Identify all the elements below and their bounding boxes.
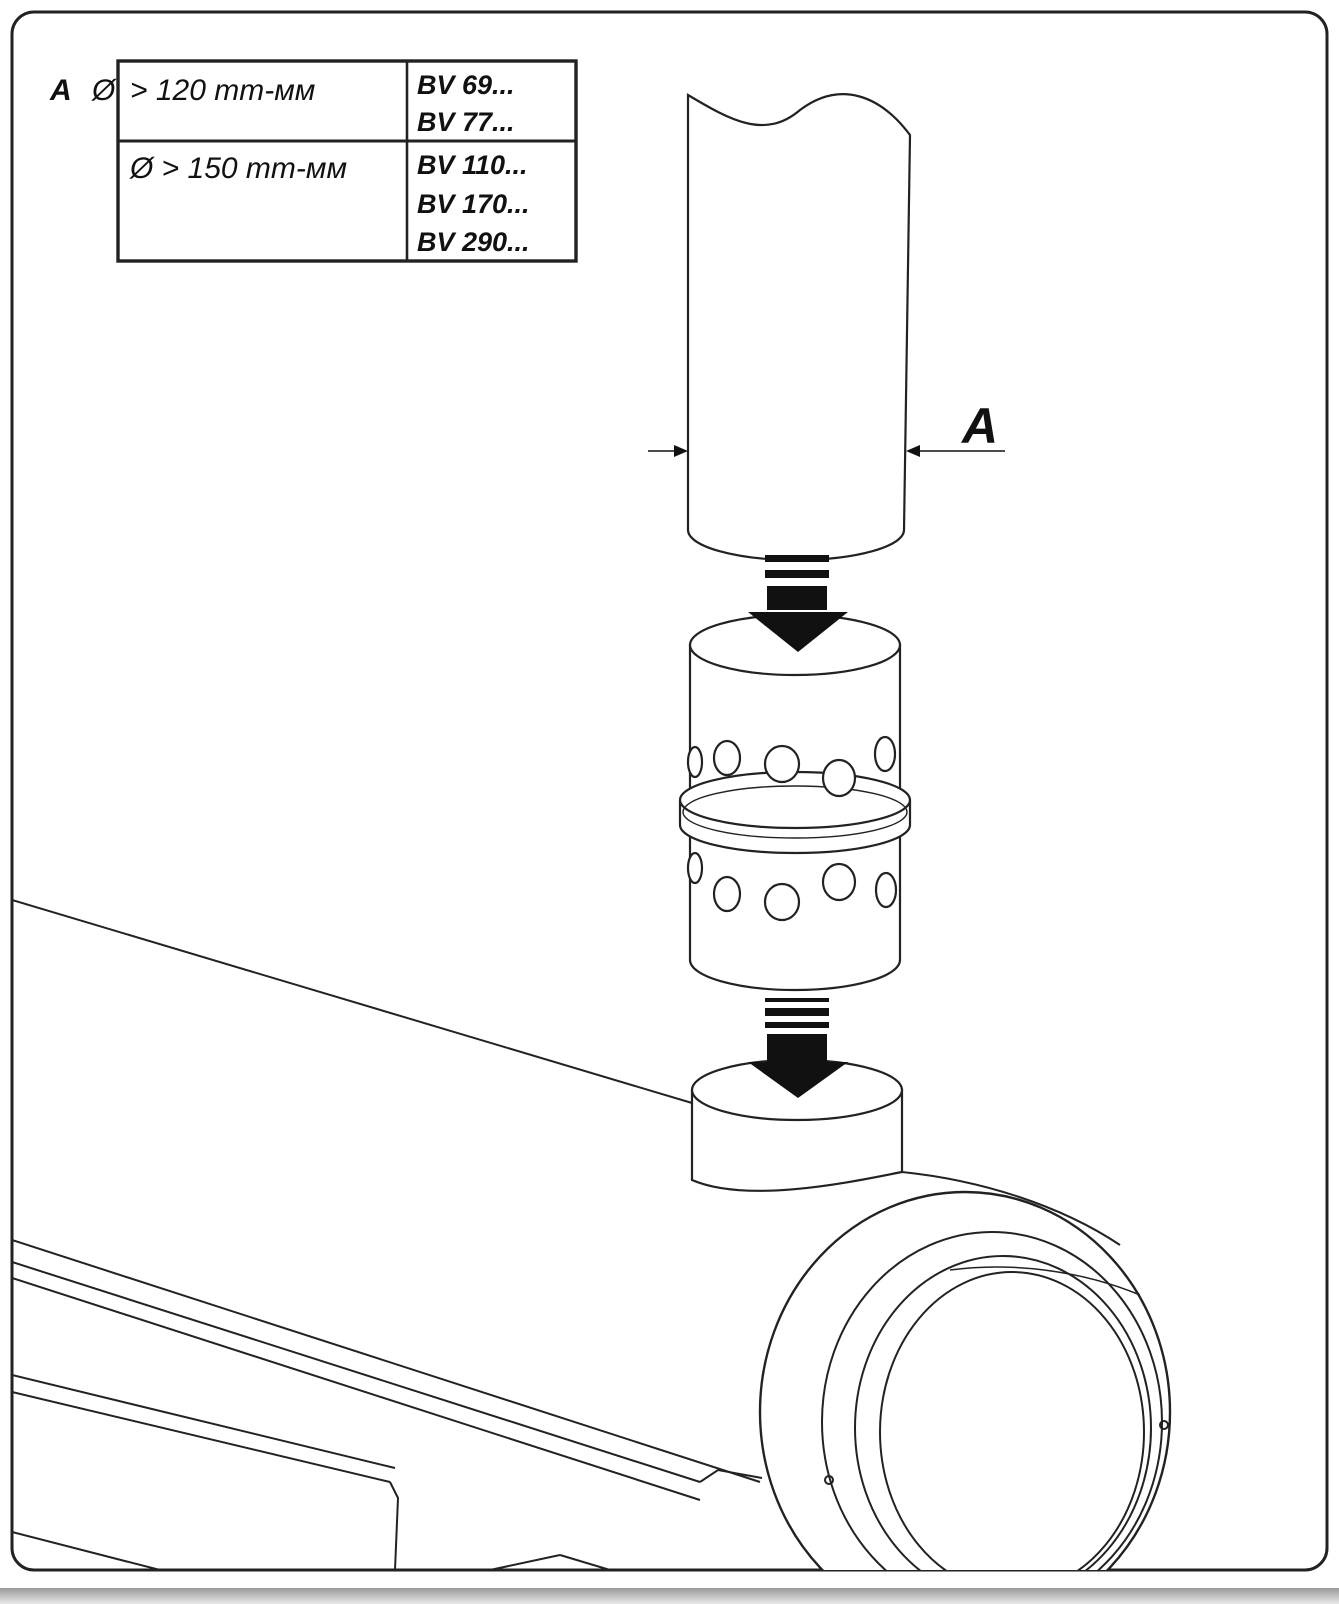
row2-model-1: BV 110... bbox=[417, 150, 528, 180]
insert-arrow-lower bbox=[748, 998, 848, 1098]
row1-model-1: BV 69... bbox=[417, 70, 515, 100]
diameter-dimension bbox=[648, 445, 1005, 457]
perforated-adapter bbox=[678, 613, 912, 992]
insert-arrow-upper bbox=[748, 555, 848, 652]
row2-model-3: BV 290... bbox=[417, 227, 530, 257]
footer-bar bbox=[0, 1588, 1339, 1604]
spec-table bbox=[116, 59, 578, 263]
table-marker: A bbox=[49, 74, 72, 107]
row2-model-2: BV 170... bbox=[417, 189, 530, 219]
row1-model-2: BV 77... bbox=[417, 107, 515, 137]
heater-body bbox=[12, 899, 1172, 1570]
flue-pipe bbox=[686, 93, 912, 562]
page-frame bbox=[10, 10, 1329, 1572]
row1-diameter-symbol: Ø bbox=[91, 74, 117, 107]
row1-diameter: > 120 mm-мм bbox=[130, 74, 315, 107]
row2-diameter: Ø > 150 mm-мм bbox=[129, 152, 347, 185]
dimension-label: A bbox=[960, 398, 998, 454]
